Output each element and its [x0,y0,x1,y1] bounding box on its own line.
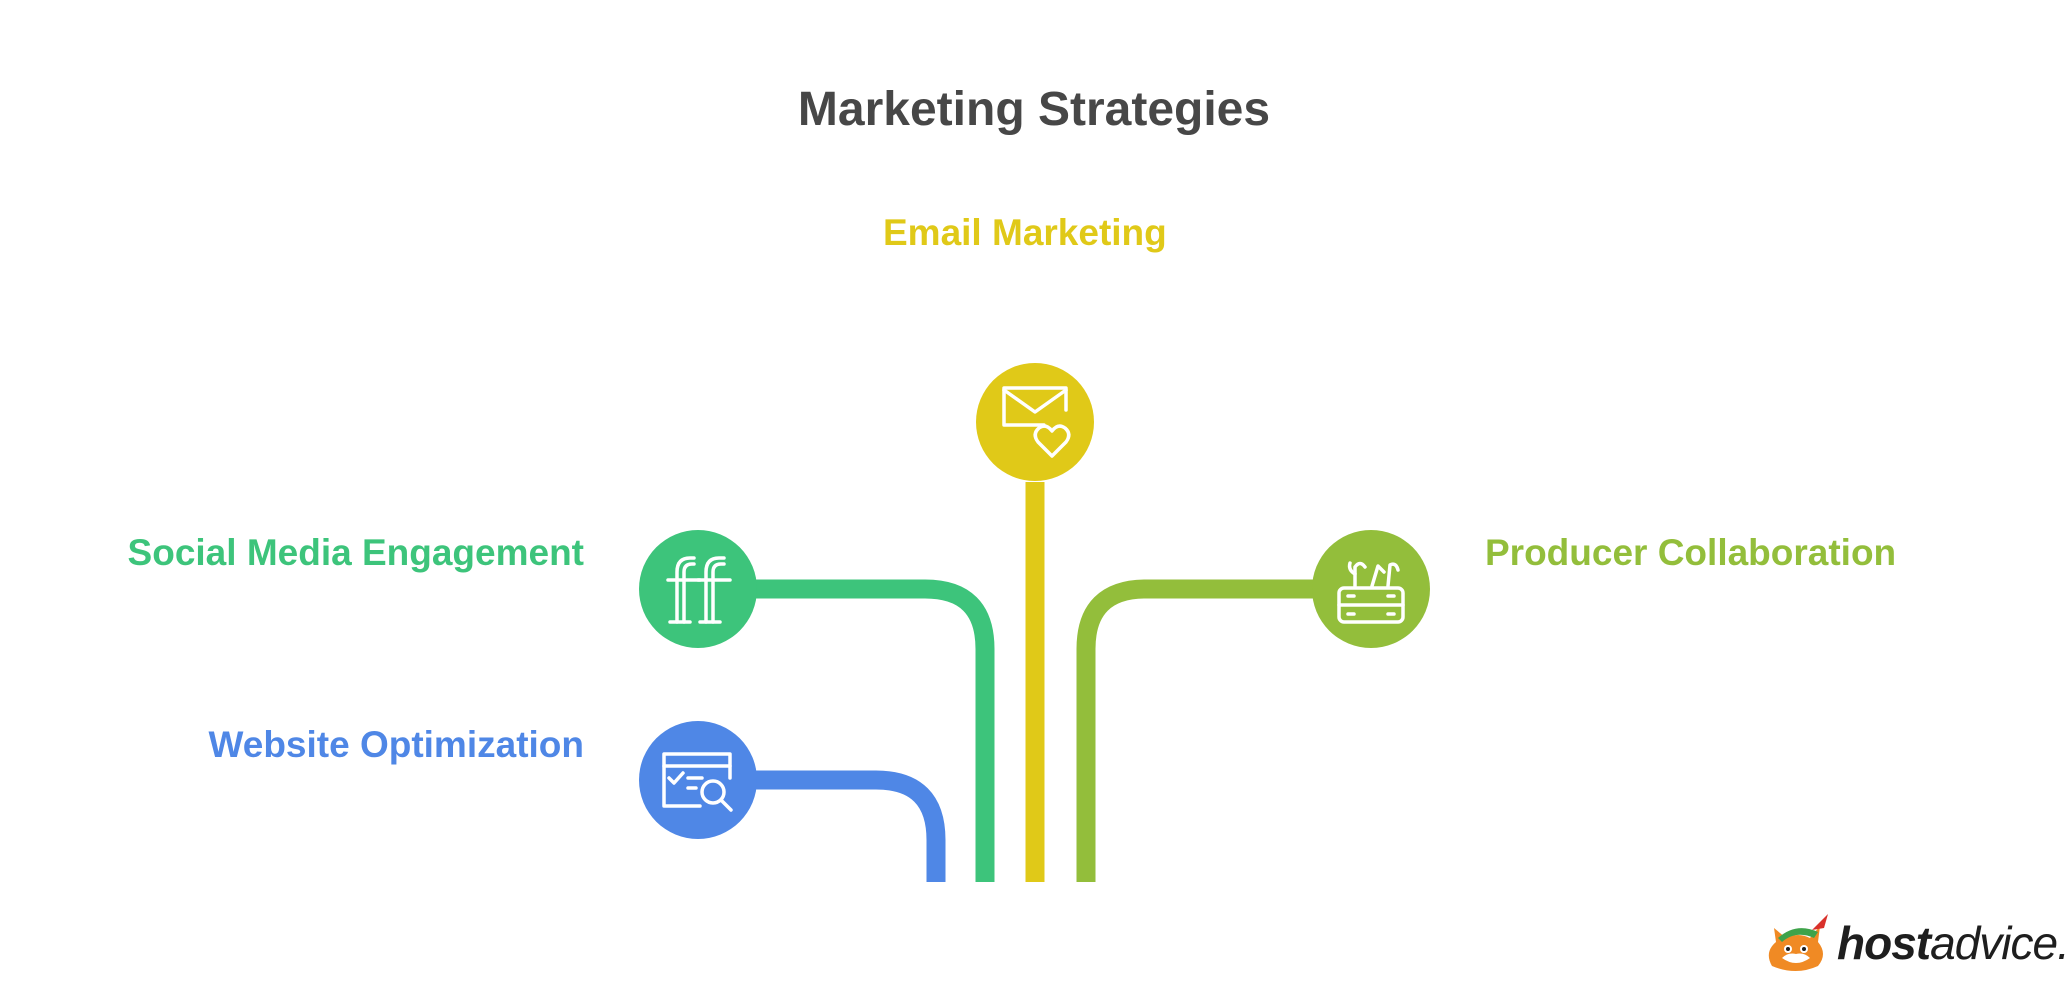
connector-social [755,579,995,882]
node-email [976,363,1094,481]
hostadvice-logo: hostadvice. [1762,908,2068,978]
node-website [639,721,757,839]
fox-mascot-icon [1768,914,1828,971]
page-title: Marketing Strategies [797,83,1271,136]
crate-sprout-icon [1337,561,1405,624]
label-website-optimization: Website Optimization [208,724,584,765]
node-social [639,530,757,648]
label-social-media-engagement: Social Media Engagement [127,532,584,573]
label-producer-collaboration: Producer Collaboration [1485,532,1897,573]
node-producer [1312,530,1430,648]
envelope-heart-icon [1002,386,1071,458]
social-ff-icon [666,556,732,624]
connector-website [755,770,946,882]
label-email-marketing: Email Marketing [883,212,1167,253]
browser-search-icon [662,752,733,812]
logo-text-bold: host [1837,917,1931,969]
connector-producer [1076,579,1314,882]
logo-text-regular: advice. [1930,917,2068,969]
